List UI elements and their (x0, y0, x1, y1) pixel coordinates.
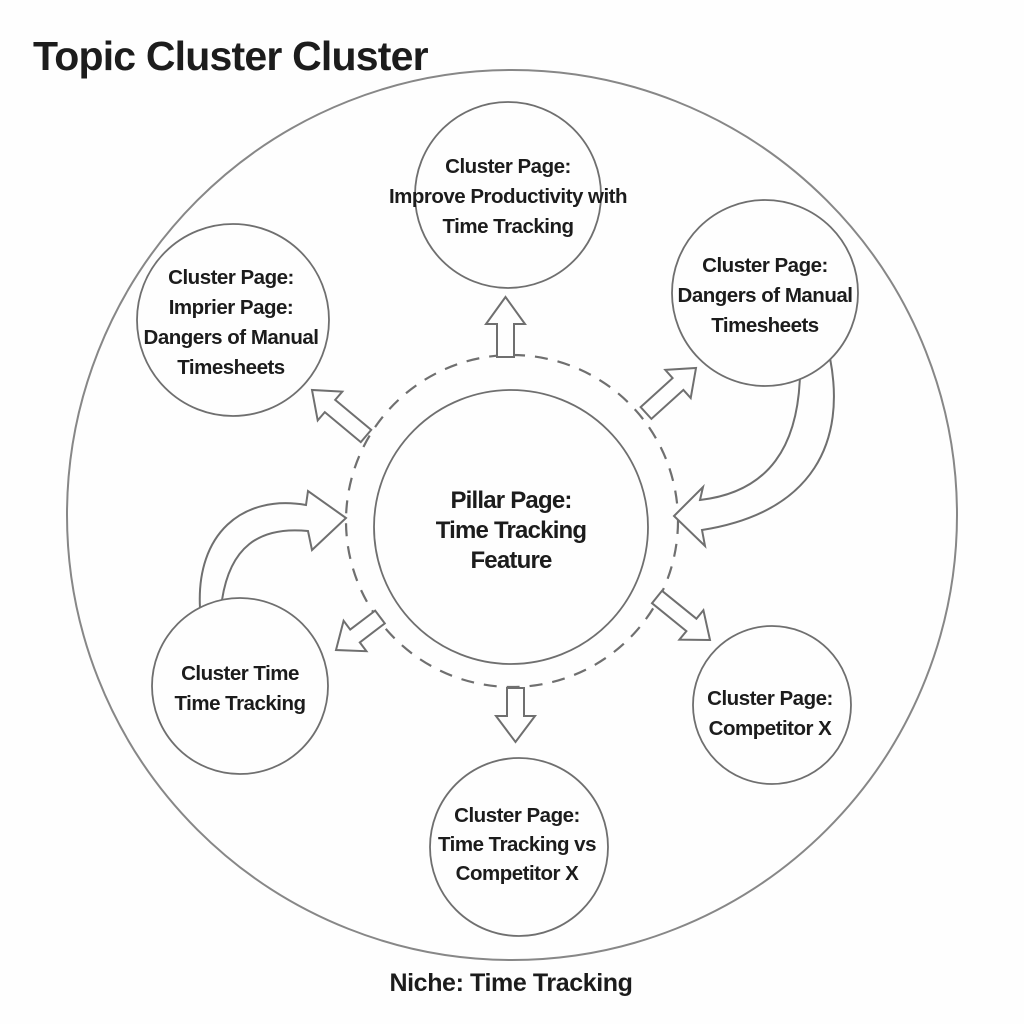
niche-label: Niche: Time Tracking (389, 969, 632, 997)
cluster-circle-top-right (671, 199, 859, 387)
arrow-down-icon (494, 687, 537, 744)
cluster-circle-top-left (136, 223, 330, 417)
page-title: Topic Cluster Cluster (33, 33, 429, 79)
cluster-circle-bottom-right (692, 625, 852, 785)
curved-arrow-bottomleft-to-pillar-icon (198, 489, 348, 610)
curved-arrow-topright-to-pillar-icon (672, 356, 835, 549)
cluster-circle-bottom (429, 757, 609, 937)
arrow-up-left-icon (310, 388, 373, 444)
cluster-label-bottom-right: Cluster Page:Competitor X (707, 687, 833, 740)
cluster-label-top-left: Cluster Page:Imprier Page:Dangers of Man… (144, 266, 319, 379)
arrow-up-icon (484, 295, 527, 358)
arrow-down-left-icon (334, 609, 387, 653)
cluster-circle-top (414, 101, 602, 289)
arrow-down-right-icon (650, 589, 712, 642)
cluster-circle-bottom-left (151, 597, 329, 775)
pillar-page-circle (373, 389, 649, 665)
niche-boundary-circle (66, 69, 958, 961)
arrow-up-right-icon (639, 366, 698, 421)
